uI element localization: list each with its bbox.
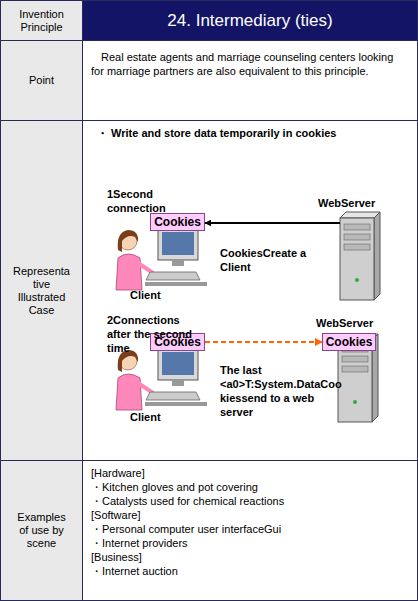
label-cell: Representative Illustrated Case xyxy=(0,120,83,461)
label-cell: Invention Principle xyxy=(0,0,83,41)
node-text: Invention Principle xyxy=(13,8,71,34)
node-text: Cookies xyxy=(326,335,373,349)
node-text: Cookies xyxy=(154,215,201,229)
node-text: Examples of use by scene xyxy=(13,511,71,550)
node-text: WebServer xyxy=(316,316,373,330)
node-text: ・Personal computer user interfaceGui xyxy=(91,522,409,536)
node-text: Representative Illustrated Case xyxy=(13,265,71,317)
node-text: [Business] xyxy=(91,550,409,564)
node-text: [Software] xyxy=(91,508,409,522)
cookie-box: Cookies xyxy=(150,213,205,231)
illustration-label: 1Second connection xyxy=(107,187,177,215)
node-text: ・Internet auction xyxy=(91,564,409,578)
node-text: ・Catalysts used for chemical reactions xyxy=(91,494,409,508)
label-cell: Point xyxy=(0,40,83,121)
node-text: Point xyxy=(13,74,71,87)
content-cell: [Hardware]・Kitchen gloves and pot coveri… xyxy=(82,460,418,601)
node-text: 24. Intermediary (ties) xyxy=(167,12,332,30)
edge-label: The last <a0>T:System.DataCookiessend to… xyxy=(220,363,342,419)
node-text: Real estate agents and marriage counseli… xyxy=(91,50,409,78)
illustration-label: Client xyxy=(130,410,190,424)
illustration-label: Client xyxy=(130,288,190,302)
content-cell: Real estate agents and marriage counseli… xyxy=(82,40,418,121)
server-node: WebServer xyxy=(340,215,378,300)
cookie-box: Cookies xyxy=(322,333,376,351)
title-cell: 24. Intermediary (ties) xyxy=(82,0,418,41)
node-text: ・ Write and store data temporarily in co… xyxy=(97,126,417,140)
illustration-label: 2Connections after the second time xyxy=(107,313,199,355)
node-text: ・Kitchen gloves and pot covering xyxy=(91,480,409,494)
node-text: ・Internet providers xyxy=(91,536,409,550)
label-cell: Examples of use by scene xyxy=(0,460,83,601)
edge-label: CookiesCreate a Client xyxy=(220,246,315,274)
node-text: [Hardware] xyxy=(91,466,409,480)
node-text: WebServer xyxy=(318,196,375,210)
